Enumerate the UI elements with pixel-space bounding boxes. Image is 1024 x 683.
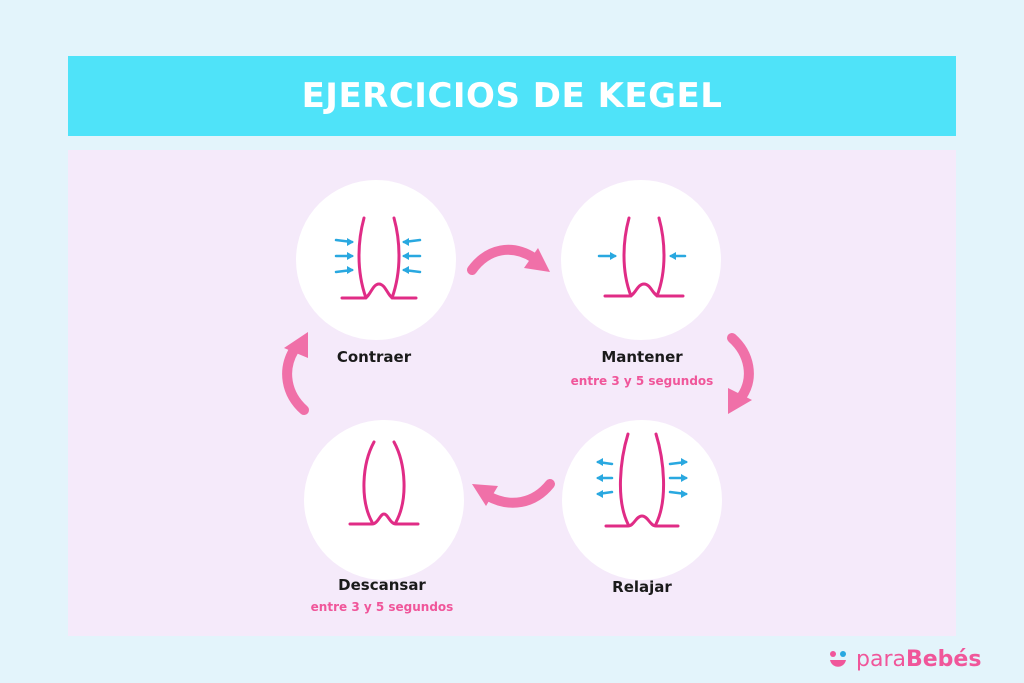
rest-muscle-icon [348,440,420,526]
step-label-descansar: Descansar [338,576,426,594]
brand-logo: paraBebés [826,644,981,674]
step-mantener-circle [561,180,721,340]
brand-name-part2: Bebés [905,646,982,672]
step-contraer-circle [296,180,456,340]
hold-muscle-icon [597,216,687,298]
arrow-relajar-to-descansar-icon [472,479,555,508]
step-label-relajar: Relajar [612,578,672,596]
step-descansar-circle [304,420,464,580]
step-relajar-circle [562,420,722,580]
relax-muscle-icon [596,432,688,528]
brand-name: paraBebés [856,647,981,672]
step-sub-descansar: entre 3 y 5 segundos [310,600,454,614]
arrow-descansar-to-contraer-icon [282,332,309,415]
step-sub-mantener: entre 3 y 5 segundos [570,374,714,388]
smiley-logo-icon [830,651,846,667]
step-label-mantener: Mantener [601,348,683,366]
diagram-panel [68,150,956,636]
brand-name-part1: para [856,646,906,672]
page-title: EJERCICIOS DE KEGEL [301,76,723,116]
contract-muscle-icon [334,216,422,300]
arrow-mantener-to-relajar-icon [727,333,754,414]
title-banner: EJERCICIOS DE KEGEL [68,56,956,136]
arrow-contraer-to-mantener-icon [467,245,550,275]
step-label-contraer: Contraer [336,348,412,366]
